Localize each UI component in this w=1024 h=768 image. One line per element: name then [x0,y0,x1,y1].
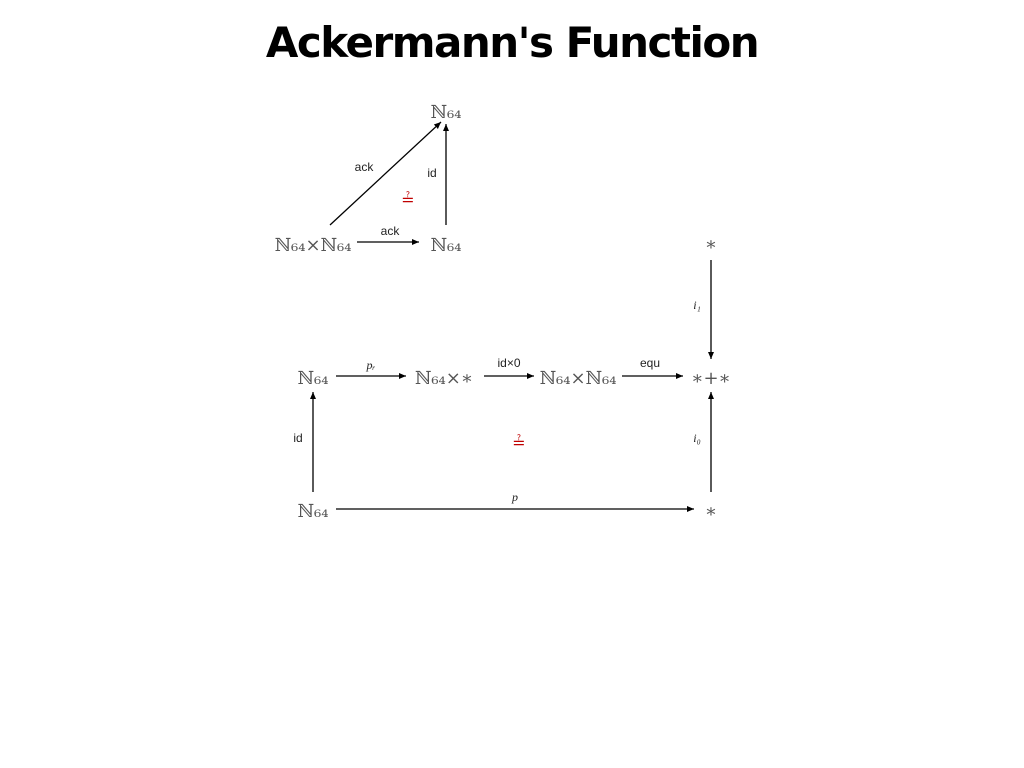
object-star-top: ∗ [705,234,717,255]
arrow-label-id-left: id [293,431,302,445]
diagram-ackermann-identity: ℕ₆₄ ℕ₆₄×ℕ₆₄ ℕ₆₄ ack ack id ≟ [275,102,462,256]
object-star-bottom: ∗ [705,501,717,522]
arrow-label-ack-horizontal: ack [381,224,401,238]
arrow-ack-diagonal [329,121,442,226]
arrow-label-id-times-zero: id×0 [497,356,520,370]
object-n64-times-n64: ℕ₆₄×ℕ₆₄ [540,368,617,389]
arrow-label-ack-diagonal: ack [355,160,375,174]
object-n64-top: ℕ₆₄ [431,102,462,123]
object-n64-right: ℕ₆₄ [431,235,462,256]
commutes-mark: ≟ [401,190,414,209]
object-n64-bottom: ℕ₆₄ [298,501,329,522]
diagram-equality-pullback: ℕ₆₄ ℕ₆₄×∗ ℕ₆₄×ℕ₆₄ ∗+∗ ∗ ℕ₆₄ ∗ pᵣ id×0 eq… [293,234,730,522]
arrow-label-i0: i₀ [693,431,701,445]
object-n64-times-star: ℕ₆₄×∗ [415,368,473,389]
arrow-label-equ: equ [640,356,660,370]
arrow-label-pr: pᵣ [366,358,376,372]
arrow-label-id: id [427,166,436,180]
object-star-plus-star: ∗+∗ [691,368,731,389]
page-title: Ackermann's Function [265,18,760,67]
commutes-mark: ≟ [512,433,525,452]
object-n64-product: ℕ₆₄×ℕ₆₄ [275,235,352,256]
object-n64-top-left: ℕ₆₄ [298,368,329,389]
arrow-label-p: p [511,490,518,504]
arrow-label-i1: i₁ [693,298,701,312]
